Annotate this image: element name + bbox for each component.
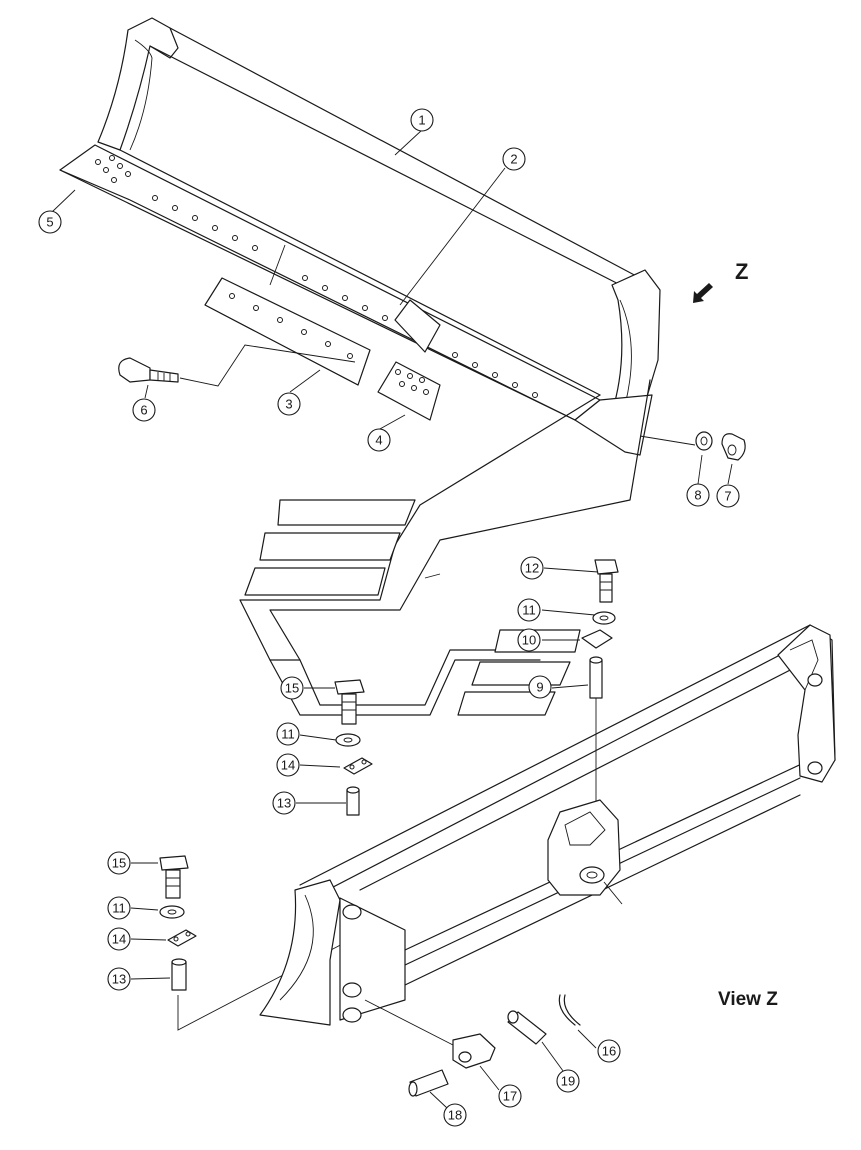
svg-text:10: 10 <box>522 633 536 648</box>
part-6-plow-bolt <box>118 344 356 387</box>
callout-19: 19 <box>556 1069 580 1093</box>
leader-8 <box>639 435 696 446</box>
view-marker-z: Z <box>735 259 748 284</box>
svg-text:16: 16 <box>602 1044 616 1059</box>
part-13-pin-b <box>171 958 187 991</box>
svg-text:11: 11 <box>522 603 536 618</box>
part-19-pin <box>507 1010 547 1045</box>
part-11-washer-a <box>592 611 616 625</box>
part-15-bolt-a <box>334 679 365 725</box>
svg-text:1: 1 <box>418 113 425 128</box>
svg-text:14: 14 <box>281 758 295 773</box>
leader-lines <box>51 129 733 1109</box>
callout-13-middle: 13 <box>272 791 296 815</box>
blade-right-end-plate <box>611 269 661 421</box>
blade-cross-section <box>239 379 651 716</box>
svg-text:3: 3 <box>285 397 292 412</box>
callout-8: 8 <box>686 483 710 507</box>
part-4-end-bit <box>377 361 441 421</box>
callout-15-lower: 15 <box>107 851 131 875</box>
callout-17: 17 <box>498 1084 522 1108</box>
part-16-spring-pin <box>558 994 581 1026</box>
svg-text:19: 19 <box>561 1074 575 1089</box>
svg-text:6: 6 <box>140 403 147 418</box>
svg-text:11: 11 <box>281 727 295 742</box>
part-8-washer <box>695 431 713 451</box>
callout-11-upper: 11 <box>517 598 541 622</box>
callout-10: 10 <box>517 628 541 652</box>
blade-lower-view-z <box>259 624 836 1026</box>
callout-14-middle: 14 <box>276 753 300 777</box>
part-12-bolt <box>594 559 619 603</box>
svg-text:4: 4 <box>375 433 382 448</box>
callout-12: 12 <box>520 556 544 580</box>
svg-text:11: 11 <box>112 901 126 916</box>
svg-text:12: 12 <box>525 561 539 576</box>
part-18-pin <box>408 1069 449 1097</box>
callout-4: 4 <box>367 428 391 452</box>
callout-9: 9 <box>528 675 552 699</box>
blade-upper <box>59 17 661 456</box>
svg-text:14: 14 <box>112 932 126 947</box>
callout-7: 7 <box>716 484 740 508</box>
callout-18: 18 <box>443 1103 467 1127</box>
svg-text:9: 9 <box>536 680 543 695</box>
callout-15-middle: 15 <box>280 676 304 700</box>
svg-text:15: 15 <box>285 681 299 696</box>
part-17-clevis <box>364 999 496 1069</box>
callout-13-lower: 13 <box>107 967 131 991</box>
svg-text:7: 7 <box>724 489 731 504</box>
callout-6: 6 <box>132 398 156 422</box>
callout-1: 1 <box>410 108 434 132</box>
svg-text:13: 13 <box>277 796 291 811</box>
part-11-washer-b <box>335 733 361 747</box>
part-2-edge <box>394 299 441 353</box>
svg-text:8: 8 <box>694 488 701 503</box>
callout-14-lower: 14 <box>107 927 131 951</box>
part-15-bolt-b <box>159 855 189 899</box>
svg-text:2: 2 <box>510 152 517 167</box>
part-13-pin-a <box>346 786 360 816</box>
view-z-caption: View Z <box>718 989 778 1010</box>
svg-text:13: 13 <box>112 972 126 987</box>
svg-text:5: 5 <box>46 215 53 230</box>
callout-2: 2 <box>502 147 526 171</box>
svg-text:18: 18 <box>448 1108 462 1123</box>
part-14-lock-plate-b <box>167 929 197 947</box>
part-7-nut <box>721 433 746 461</box>
part-10-lock-plate <box>581 629 613 649</box>
svg-text:15: 15 <box>112 856 126 871</box>
callout-3: 3 <box>277 392 301 416</box>
part-9-pin <box>589 656 603 699</box>
part-14-lock-plate-a <box>343 757 373 775</box>
callout-5: 5 <box>38 210 62 234</box>
part-11-washer-c <box>159 905 185 919</box>
view-z-arrow-icon <box>693 283 713 303</box>
callout-16: 16 <box>597 1039 621 1063</box>
callout-11-middle: 11 <box>276 722 300 746</box>
callout-11-lower: 11 <box>107 896 131 920</box>
end-bit-right <box>574 394 653 456</box>
svg-text:17: 17 <box>503 1089 517 1104</box>
